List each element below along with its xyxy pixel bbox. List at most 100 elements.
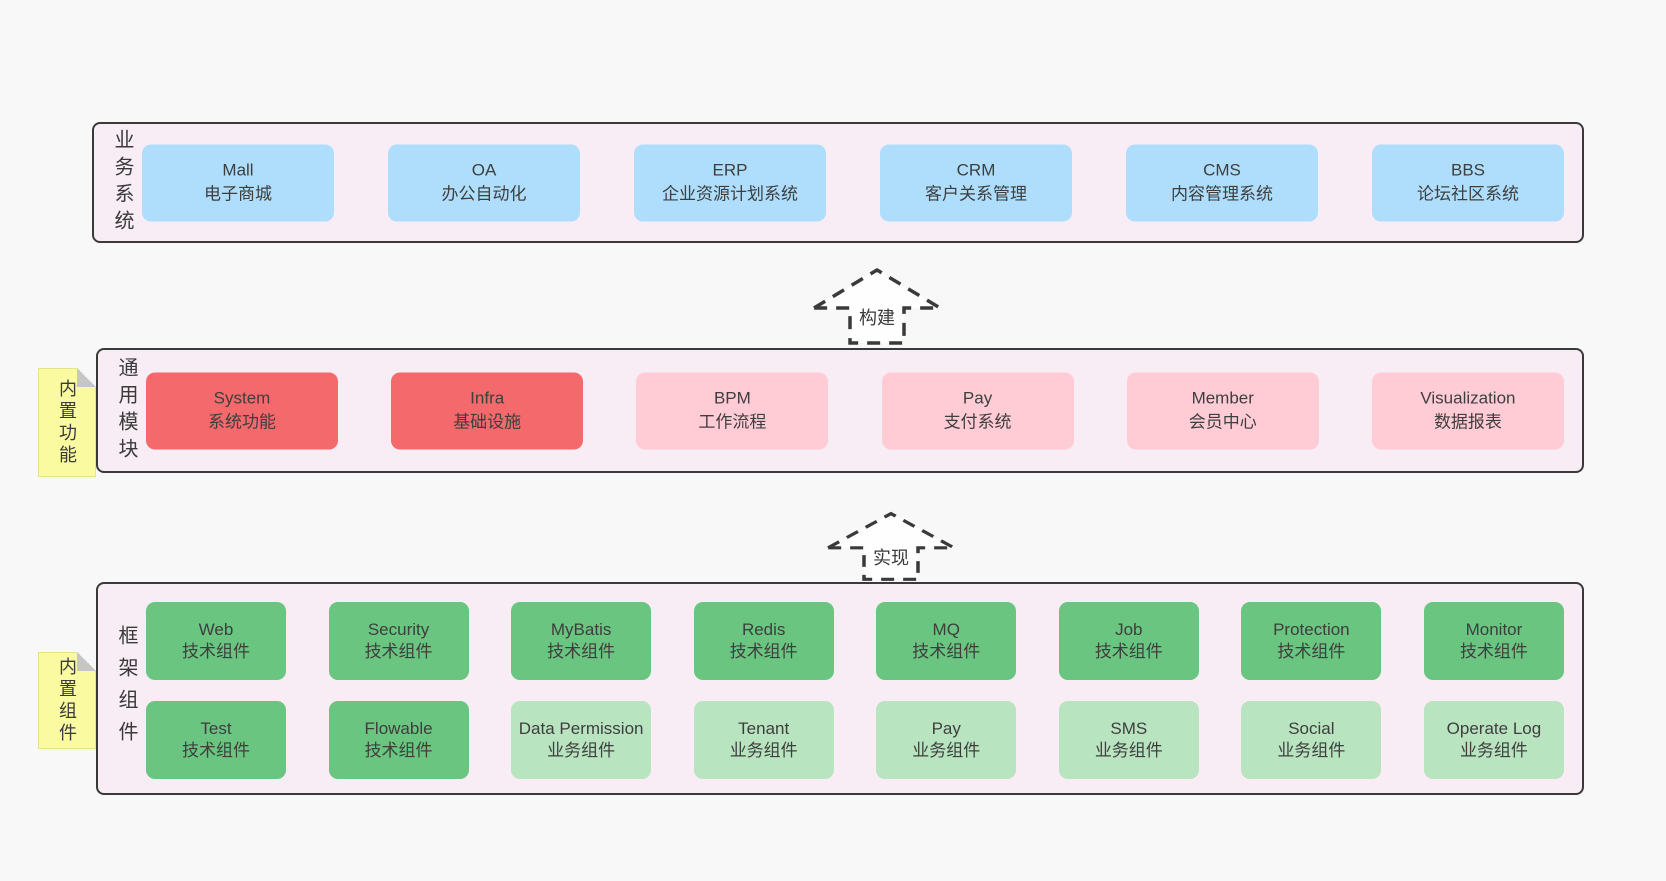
box-subtitle: 业务组件: [1459, 741, 1528, 760]
common-box-row: System 系统功能 Infra 基础设施 BPM 工作流程 Pay 支付系统…: [146, 372, 1564, 449]
box-title: OA: [471, 160, 497, 180]
box-erp: ERP 企业资源计划系统: [634, 144, 826, 221]
box-title: BBS: [1450, 160, 1486, 180]
box-mybatis: MyBatis 技术组件: [511, 602, 652, 680]
box-subtitle: 技术组件: [729, 642, 798, 661]
box-title: Data Permission: [518, 719, 644, 738]
box-title: Tenant: [738, 719, 790, 738]
box-visualization: Visualization 数据报表: [1371, 372, 1564, 449]
box-subtitle: 技术组件: [182, 741, 250, 760]
box-title: Redis: [741, 620, 786, 639]
sticky-built-in-features: 内置功能: [38, 368, 96, 477]
box-mq: MQ 技术组件: [876, 602, 1017, 680]
box-subtitle: 业务组件: [912, 741, 981, 760]
box-monitor: Monitor 技术组件: [1423, 602, 1564, 680]
box-pay-component: Pay 业务组件: [876, 701, 1017, 779]
box-security: Security 技术组件: [328, 602, 469, 680]
box-crm: CRM 客户关系管理: [880, 144, 1072, 221]
box-sms: SMS 业务组件: [1058, 701, 1199, 779]
band-framework-components: 框架组件 Web 技术组件 Security 技术组件 MyBatis 技术组件…: [96, 582, 1584, 795]
box-title: Mall: [222, 160, 254, 180]
box-mall: Mall 电子商城: [142, 144, 334, 221]
box-subtitle: 技术组件: [1277, 642, 1346, 661]
box-web: Web 技术组件: [146, 602, 286, 680]
box-bpm: BPM 工作流程: [636, 372, 829, 449]
box-title: Protection: [1273, 620, 1350, 639]
box-title: Flowable: [364, 719, 433, 738]
box-subtitle: 会员中心: [1188, 412, 1257, 432]
box-title: SMS: [1110, 719, 1148, 738]
box-pay-module: Pay 支付系统: [881, 372, 1074, 449]
box-member: Member 会员中心: [1126, 372, 1319, 449]
business-box-row: Mall 电子商城 OA 办公自动化 ERP 企业资源计划系统 CRM 客户关系…: [142, 144, 1564, 221]
box-subtitle: 技术组件: [1094, 642, 1163, 661]
box-title: ERP: [712, 160, 748, 180]
box-title: Operate Log: [1446, 719, 1542, 738]
box-subtitle: 电子商城: [204, 184, 272, 204]
box-subtitle: 技术组件: [1459, 642, 1528, 661]
box-title: Monitor: [1465, 620, 1523, 639]
band-business-systems: 业务系统 Mall 电子商城 OA 办公自动化 ERP 企业资源计划系统 CRM…: [92, 122, 1584, 243]
framework-box-row-1: Web 技术组件 Security 技术组件 MyBatis 技术组件 Redi…: [146, 602, 1564, 680]
band-common-modules: 通用模块 System 系统功能 Infra 基础设施 BPM 工作流程 Pay…: [96, 348, 1584, 473]
band-framework-label: 框架组件: [115, 624, 137, 753]
box-subtitle: 内容管理系统: [1171, 184, 1273, 204]
box-subtitle: 业务组件: [1277, 741, 1346, 760]
box-subtitle: 系统功能: [208, 412, 276, 432]
box-title: MQ: [932, 620, 960, 639]
box-bbs: BBS 论坛社区系统: [1372, 144, 1564, 221]
box-redis: Redis 技术组件: [693, 602, 834, 680]
box-tenant: Tenant 业务组件: [693, 701, 834, 779]
box-subtitle: 业务组件: [1094, 741, 1163, 760]
box-title: System: [213, 388, 271, 408]
box-flowable: Flowable 技术组件: [328, 701, 469, 779]
box-subtitle: 支付系统: [943, 412, 1012, 432]
sticky-text: 内置组件: [57, 656, 77, 745]
sticky-built-in-components: 内置组件: [38, 652, 96, 749]
implement-arrow-label: 实现: [870, 543, 912, 570]
box-job: Job 技术组件: [1058, 602, 1199, 680]
box-test: Test 技术组件: [146, 701, 286, 779]
box-subtitle: 技术组件: [364, 642, 433, 661]
band-common-label: 通用模块: [115, 356, 137, 465]
box-subtitle: 业务组件: [547, 741, 616, 760]
box-social: Social 业务组件: [1241, 701, 1382, 779]
band-business-label: 业务系统: [111, 128, 133, 237]
box-subtitle: 办公自动化: [441, 184, 527, 204]
box-cms: CMS 内容管理系统: [1126, 144, 1318, 221]
box-oa: OA 办公自动化: [388, 144, 580, 221]
box-title: Web: [198, 620, 234, 639]
box-subtitle: 客户关系管理: [925, 184, 1027, 204]
box-subtitle: 技术组件: [182, 642, 250, 661]
box-title: CMS: [1203, 160, 1241, 180]
box-data-permission: Data Permission 业务组件: [511, 701, 652, 779]
box-subtitle: 论坛社区系统: [1417, 184, 1519, 204]
box-title: Job: [1115, 620, 1143, 639]
box-subtitle: 基础设施: [453, 412, 522, 432]
implement-arrow: 实现: [820, 510, 962, 582]
sticky-text: 内置功能: [57, 378, 77, 467]
box-title: MyBatis: [550, 620, 612, 639]
box-title: Social: [1288, 719, 1335, 738]
box-protection: Protection 技术组件: [1241, 602, 1382, 680]
build-arrow-label: 构建: [856, 303, 898, 330]
box-subtitle: 工作流程: [698, 412, 767, 432]
box-title: Pay: [931, 719, 961, 738]
box-infra: Infra 基础设施: [391, 372, 584, 449]
box-subtitle: 技术组件: [547, 642, 616, 661]
box-title: BPM: [713, 388, 751, 408]
box-title: Member: [1191, 388, 1254, 408]
box-subtitle: 企业资源计划系统: [662, 184, 798, 204]
box-title: Infra: [470, 388, 505, 408]
box-subtitle: 技术组件: [364, 741, 433, 760]
box-title: Pay: [962, 388, 993, 408]
box-title: CRM: [956, 160, 996, 180]
box-operate-log: Operate Log 业务组件: [1423, 701, 1564, 779]
box-system: System 系统功能: [146, 372, 338, 449]
box-title: Test: [200, 719, 232, 738]
framework-box-row-2: Test 技术组件 Flowable 技术组件 Data Permission …: [146, 701, 1564, 779]
box-subtitle: 数据报表: [1433, 412, 1502, 432]
box-title: Visualization: [1420, 388, 1516, 408]
box-title: Security: [367, 620, 430, 639]
